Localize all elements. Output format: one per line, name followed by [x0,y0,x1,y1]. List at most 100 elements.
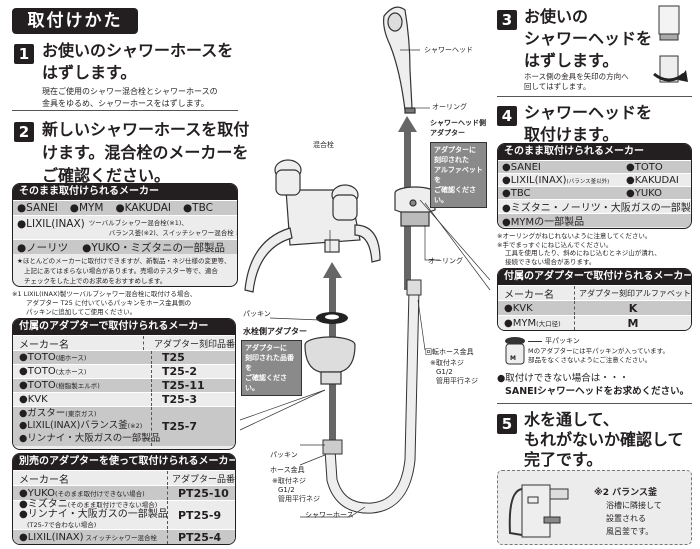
step-1-number: 1 [14,44,34,64]
note-line: G1/2 [436,368,453,376]
heading-line: シャワーヘッドを [524,29,653,48]
table-row: ●ガスター(東京ガス)●LIXIL(INAX)バランス釜(※2)●リンナイ・大阪… [13,406,235,446]
head-notes: ※オーリングがねじれないように注意してください。※手でまっすぐにねじ込んでくださ… [497,232,661,266]
heading-line: はずします。 [42,63,137,82]
callout-line: アダプターに [434,146,476,154]
note-line: ★ほとんどのメーカーに取付けできますが、新製品・ネジ仕様の変更等、 [17,257,231,265]
note-line: パッキンに追加してご使用ください。 [26,308,137,316]
callout-line: アダプターに [245,344,287,352]
column-headers: メーカー名アダプター刻印品番 [13,335,235,351]
note-line: 上記にあてはまらない場合があります。売場のテスター等で、適合 [24,267,218,275]
step-5-number: 5 [497,414,517,434]
faucet-adapter-label: 水栓側アダプター [243,327,307,336]
step-4-heading: シャワーヘッドを取付けます。 [524,102,652,146]
desc-line: 浴槽に隣接して [606,501,662,510]
step-1-desc: 現在ご使用のシャワー混合栓とシャワーホースの金具をゆるめ、シャワーホースをはずし… [42,86,218,110]
balance-boiler-note-box: ※2 バランス釜 浴槽に隣接して設置される風呂釜です。 [497,470,692,545]
maker: ●YUKO・ミズタニの一部製品 [82,241,226,254]
note-line: 管用平行ネジ [436,377,478,385]
maker: ●TOTO [19,352,56,363]
desc-line: 設置される [606,514,646,523]
maker: ●リンナイ・大阪ガスの一部製品 [19,432,161,444]
divider [497,403,692,404]
callout-line: ご確認ください。 [245,374,287,392]
note-line: アダプター T25 に付いているパッキンをホース金具側の [26,299,192,307]
maker: ●LIXIL(INAX) [502,174,567,186]
heading-line: 新しいシャワーホースを取付 [42,120,250,139]
table-row: ●YUKO(そのまま取付けできない場合)PT25-10 [13,485,235,500]
maker-note: (東京ガス) [65,409,97,418]
mixer-label: 混合栓 [313,141,334,149]
heading-line: 完了です。 [524,450,603,469]
step-2-heading: 新しいシャワーホースを取付けます。混合栓のメーカーをご確認ください。 [42,118,249,187]
adapter-code: T25 [151,351,235,364]
table-header: 別売のアダプターを使って取付けられるメーカー [13,454,235,470]
maker: ●ガスター [19,407,66,419]
table-row: ●TOTO(細ホース) T25 [13,350,235,364]
desc-line: 現在ご使用のシャワー混合栓とシャワーホースの [42,87,218,96]
heading-line: 水を通して、 [524,410,619,429]
flat-packing-label: 平パッキン [528,336,580,346]
callout-line: アルファベットを [434,166,483,184]
included-adapter-table: 付属のアダプターで取付けられるメーカー メーカー名アダプター刻印品番 ●TOTO… [12,318,236,450]
heading-line: ご確認ください。 [42,166,171,185]
maker: ●LIXIL(INAX) [19,531,84,543]
note-line: 接続できない場合があります。 [505,257,596,266]
separate-adapter-table: 別売のアダプターを使って取付けられるメーカー メーカー名アダプター品番 ●YUK… [12,453,236,545]
maker: ●TOTO [19,366,56,377]
column-header: メーカー名 [504,289,554,301]
note-line: ※1 LIXIL(INAX)製ツーバルブシャワー混合栓に取付ける場合、 [12,290,197,298]
callout-line: 刻印された [434,156,469,164]
step-2-number: 2 [14,122,34,142]
maker-note: (樹脂製エルボ) [55,382,100,390]
maker-note: (※2) [127,422,143,431]
head-direct-fit-box: そのまま取付けられるメーカー ●SANEI●TOTO ●LIXIL(INAX)(… [497,143,692,229]
maker-note: (バランス釜以外) [566,178,610,185]
flat-packing-adapter-icon [505,337,525,365]
callout-line: 刻印された品番を [245,354,294,372]
shower-hose-label: シャワーホース [305,511,354,519]
callout-line: ご確認ください。 [434,186,476,204]
adapter-code: PT25-4 [167,530,235,544]
note-line: ※手でまっすぐにねじ込んでください。 [497,240,613,249]
faucet-adapter-illustration [304,336,356,385]
note-line: ※取付ネジ [272,477,306,485]
head-adapter-table: 付属のアダプターで取付けられるメーカー メーカー名アダプター刻印アルファベット … [497,268,692,331]
heading-line: お使いの [524,7,589,26]
o-ring-label: オーリング [428,257,463,265]
note-line: チェックをした上でのお求めをおすすめします。 [24,277,167,285]
balance-desc: 浴槽に隣接して設置される風呂釜です。 [606,499,662,538]
head-adapter-illustration [394,186,436,227]
maker-row: ●TBC●YUKO [498,186,691,199]
maker-note: (細ホース) [55,354,87,362]
heading-line: もれがないか確認して [524,430,684,449]
label-line: シャワーヘッド側 [430,119,486,127]
step-3-number: 3 [497,10,517,30]
cannot-fit-note: ●取付けできない場合は・・・SANEIシャワーヘッドをお求めください。 [497,372,689,398]
desc-line: 金具をゆるめ、シャワーホースをはずします。 [42,99,209,108]
desc-line: 風呂釜です。 [606,527,654,536]
maker-row: ●SANEI●MYM●KAKUDAI●TBC [13,200,237,215]
divider [12,110,238,111]
adapter-code: PT25-9 [167,501,235,529]
shower-hose-illustration [322,279,422,514]
box-header: そのまま取付けられるメーカー [13,184,237,200]
note-line: ※取付ネジ [430,359,464,367]
maker: ●TBC [183,202,213,214]
head-adapter-label: シャワーヘッド側アダプター [430,118,486,138]
desc-line: 回してはずします。 [524,82,591,91]
shower-head-illustration [383,6,416,114]
note-line: 工具を使用したり、斜めにねじ込むとネジ山が潰れ、 [505,249,661,257]
maker: ●リンナイ・大阪ガスの一部製品 [19,509,168,520]
maker: ●LIXIL(INAX) [17,218,85,230]
note-line: 管用平行ネジ [278,495,320,503]
maker-row: ●MYMの一部製品 [498,213,691,228]
maker-row: ●ノーリツ●YUKO・ミズタニの一部製品 [13,239,237,254]
heading-line: シャワーヘッドを [524,103,653,122]
leader-lines [239,49,491,518]
step-3-desc: ホース側の金具を矢印の方向へ回してはずします。 [524,72,629,92]
packing-note: Mのアダプターには平パッキンが入っています。部品をなくさないようにご注意ください… [528,347,669,365]
maker: ●MYM [69,202,104,214]
